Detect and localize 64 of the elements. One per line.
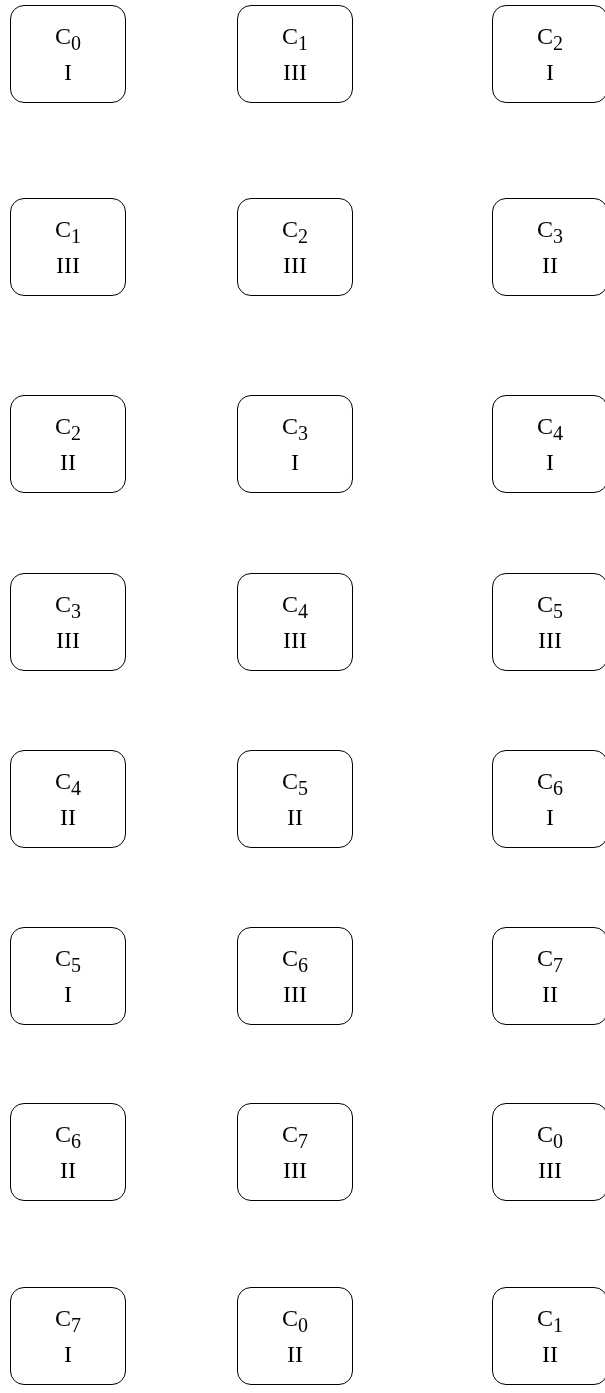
numeral-label: III — [538, 626, 562, 656]
rounded-box — [237, 198, 353, 296]
numeral-label: I — [64, 980, 72, 1010]
rounded-box — [237, 1103, 353, 1201]
numeral-label: I — [546, 803, 554, 833]
symbol-label: C$_{7}$ — [55, 1303, 81, 1338]
numeral-label: III — [538, 1156, 562, 1186]
numeral-label: III — [283, 626, 307, 656]
symbol-label: C$_{7}$ — [537, 943, 563, 978]
rounded-box — [237, 5, 353, 103]
numeral-label: II — [60, 803, 76, 833]
rounded-box — [10, 5, 126, 103]
symbol-label: C$_{3}$ — [282, 411, 308, 446]
symbol-label: C$_{4}$ — [55, 766, 81, 801]
numeral-label: II — [542, 1340, 558, 1370]
symbol-label: C$_{6}$ — [537, 766, 563, 801]
numeral-label: I — [546, 58, 554, 88]
symbol-label: C$_{2}$ — [537, 21, 563, 56]
symbol-label: C$_{0}$ — [55, 21, 81, 56]
symbol-label: C$_{1}$ — [55, 214, 81, 249]
symbol-label: C$_{2}$ — [55, 411, 81, 446]
numeral-label: II — [542, 251, 558, 281]
numeral-label: I — [64, 58, 72, 88]
symbol-label: C$_{5}$ — [537, 589, 563, 624]
rounded-box — [10, 395, 126, 493]
numeral-label: III — [283, 980, 307, 1010]
numeral-label: II — [60, 448, 76, 478]
rounded-box — [237, 573, 353, 671]
symbol-label: C$_{0}$ — [282, 1303, 308, 1338]
numeral-label: III — [283, 1156, 307, 1186]
rounded-box — [10, 750, 126, 848]
numeral-label: II — [542, 980, 558, 1010]
numeral-label: I — [546, 448, 554, 478]
numeral-label: II — [287, 1340, 303, 1370]
rounded-box — [237, 750, 353, 848]
symbol-label: C$_{3}$ — [537, 214, 563, 249]
rounded-box — [237, 395, 353, 493]
numeral-label: III — [56, 626, 80, 656]
numeral-label: I — [64, 1340, 72, 1370]
numeral-label: III — [56, 251, 80, 281]
numeral-label: III — [283, 251, 307, 281]
symbol-label: C$_{1}$ — [537, 1303, 563, 1338]
symbol-label: C$_{0}$ — [537, 1119, 563, 1154]
rounded-box — [237, 927, 353, 1025]
numeral-label: I — [291, 448, 299, 478]
rounded-box — [10, 573, 126, 671]
rounded-box — [10, 1287, 126, 1385]
symbol-label: C$_{5}$ — [282, 766, 308, 801]
symbol-label: C$_{4}$ — [537, 411, 563, 446]
symbol-label: C$_{5}$ — [55, 943, 81, 978]
numeral-label: II — [60, 1156, 76, 1186]
rounded-box — [10, 198, 126, 296]
numeral-label: III — [283, 58, 307, 88]
numeral-label: II — [287, 803, 303, 833]
rounded-box — [10, 927, 126, 1025]
symbol-label: C$_{1}$ — [282, 21, 308, 56]
symbol-label: C$_{7}$ — [282, 1119, 308, 1154]
symbol-label: C$_{2}$ — [282, 214, 308, 249]
symbol-label: C$_{6}$ — [282, 943, 308, 978]
rounded-box — [10, 1103, 126, 1201]
symbol-label: C$_{3}$ — [55, 589, 81, 624]
symbol-label: C$_{4}$ — [282, 589, 308, 624]
symbol-label: C$_{6}$ — [55, 1119, 81, 1154]
rounded-box — [237, 1287, 353, 1385]
